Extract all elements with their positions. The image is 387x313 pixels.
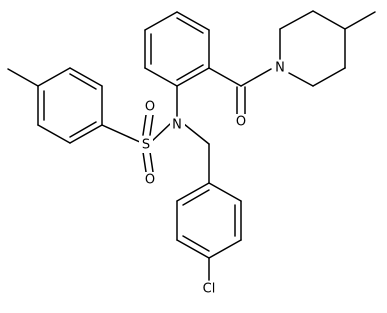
bond-methyl-piperidine <box>344 11 376 30</box>
sulfonyl-group <box>101 114 171 173</box>
bond-sulfur-oxygen-double <box>142 151 147 173</box>
bond <box>279 10 314 30</box>
label-bg <box>199 281 219 297</box>
bond-inner <box>176 64 204 81</box>
piperidine-nitrogen-label: N <box>275 61 285 76</box>
bond-methyl-tolyl <box>7 68 39 87</box>
bond <box>208 239 242 259</box>
bond <box>144 67 178 87</box>
bond-carbonyl-nitrogen <box>240 68 272 87</box>
bond <box>176 182 210 202</box>
sulfur-atom-label: S <box>142 138 150 153</box>
bond <box>176 67 210 87</box>
bond <box>312 67 346 87</box>
bond <box>144 11 178 31</box>
bond-sulfur-oxygen-double <box>149 114 154 136</box>
chlorine-atom-label: Cl <box>203 282 216 297</box>
bond-sulfur-oxygen-double <box>142 114 147 136</box>
label-bg <box>143 172 157 188</box>
aniline-ring <box>144 11 210 117</box>
label-bg <box>234 114 248 130</box>
bond-sulfur-oxygen-double <box>149 151 154 173</box>
carbonyl-oxygen-label: O <box>236 115 246 130</box>
bond <box>176 11 210 31</box>
sulfonyl-oxygen-lower-label: O <box>145 173 155 188</box>
bond-nitrogen-ch2 <box>183 123 210 145</box>
bond-inner <box>69 73 97 90</box>
bond <box>69 124 103 144</box>
bond <box>37 67 71 87</box>
label-bg <box>139 137 153 153</box>
bond-sulfur-nitrogen <box>149 123 171 144</box>
bond-ring-carbonyl <box>208 67 242 87</box>
bond-inner <box>176 17 204 34</box>
chlorobenzyl-group <box>176 123 242 281</box>
sulfonyl-oxygen-upper-label: O <box>145 100 155 115</box>
bond <box>69 67 103 87</box>
bond <box>176 239 210 259</box>
bond <box>288 72 314 87</box>
atom-labels: S O O N O N Cl <box>139 60 288 297</box>
bond <box>208 182 242 202</box>
label-bg <box>170 117 185 133</box>
bond-inner <box>182 235 210 252</box>
label-bg <box>143 99 157 115</box>
label-bg <box>273 60 288 76</box>
bond-ring-sulfur <box>101 124 143 144</box>
sulfonamide-nitrogen-label: N <box>172 118 182 133</box>
tolyl-ring <box>7 67 103 144</box>
bond <box>37 124 71 144</box>
bond-inner <box>69 121 97 138</box>
carbonyl-piperidine <box>208 10 376 115</box>
bond-inner <box>182 189 210 206</box>
bond <box>312 10 346 30</box>
